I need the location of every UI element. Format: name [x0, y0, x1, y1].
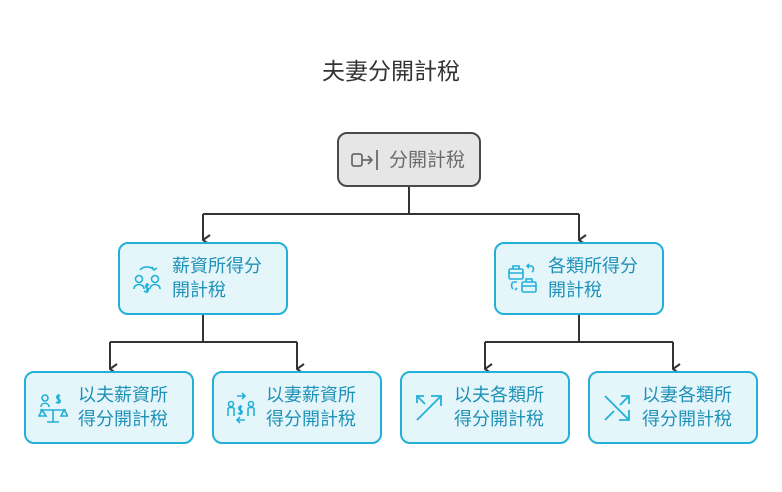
briefcase-swap-icon: [508, 262, 538, 296]
node-husband-salary-label-line1: 以夫薪資所: [78, 384, 168, 406]
diagram-title: 夫妻分開計稅: [322, 59, 460, 85]
node-wife-salary-label-line2: 得分開計稅: [266, 408, 356, 430]
scale-money-icon: [38, 391, 68, 425]
node-all-income-label-line1: 各類所得分: [548, 255, 638, 277]
node-salary-label-line1: 薪資所得分: [172, 255, 262, 277]
logout-arrow-icon: [351, 148, 379, 172]
shuffle-arrows-icon: [602, 391, 632, 425]
node-wife-salary: 以妻薪資所 得分開計稅: [212, 371, 382, 444]
node-root: 分開計稅: [337, 132, 481, 187]
node-root-label: 分開計稅: [389, 148, 466, 171]
node-wife-salary-label-line1: 以妻薪資所: [266, 384, 356, 406]
family-transfer-icon: [226, 391, 256, 425]
node-salary: 薪資所得分 開計稅: [118, 242, 288, 315]
node-wife-all-label-line2: 得分開計稅: [642, 408, 732, 430]
node-husband-salary-label-line2: 得分開計稅: [78, 408, 168, 430]
node-salary-label-line2: 開計稅: [172, 279, 226, 301]
edge-salary-split: [110, 314, 297, 343]
node-husband-all-label-line2: 得分開計稅: [454, 408, 544, 430]
node-all-income-label-line2: 開計稅: [548, 279, 602, 301]
node-all-income: 各類所得分 開計稅: [494, 242, 664, 315]
expand-arrows-icon: [414, 391, 444, 425]
edge-all-income-split: [485, 314, 673, 343]
node-husband-all: 以夫各類所 得分開計稅: [400, 371, 570, 444]
people-swap-money-icon: [132, 262, 162, 296]
node-husband-all-label-line1: 以夫各類所: [454, 384, 544, 406]
node-wife-all-label-line1: 以妻各類所: [642, 384, 732, 406]
node-husband-salary: 以夫薪資所 得分開計稅: [24, 371, 194, 444]
edge-root-to-branches: [203, 186, 579, 215]
node-wife-all: 以妻各類所 得分開計稅: [588, 371, 758, 444]
